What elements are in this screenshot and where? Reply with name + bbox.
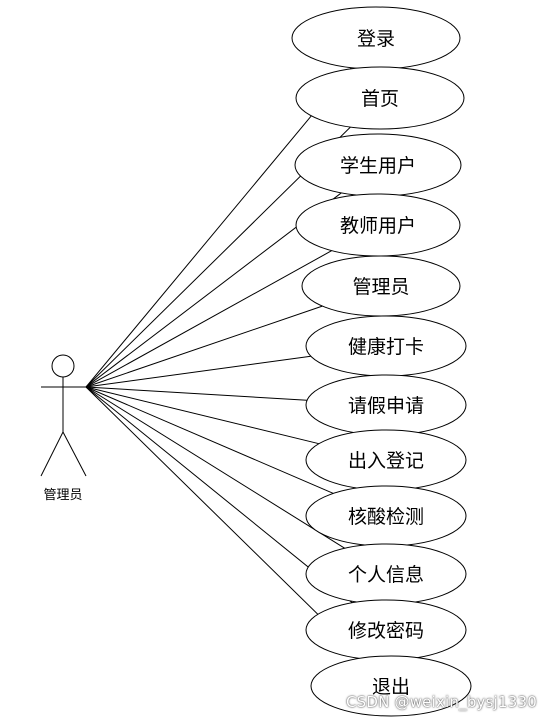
use-case: 个人信息 bbox=[305, 543, 467, 605]
use-case-label: 学生用户 bbox=[340, 155, 416, 177]
association-line bbox=[85, 250, 333, 388]
use-case-label: 修改密码 bbox=[348, 620, 424, 642]
use-case-label: 个人信息 bbox=[348, 564, 424, 586]
use-case: 请假申请 bbox=[305, 374, 467, 436]
use-case: 学生用户 bbox=[294, 133, 462, 197]
use-case-label: 管理员 bbox=[352, 276, 409, 298]
association-line bbox=[85, 305, 323, 388]
association-line bbox=[85, 386, 363, 659]
use-case: 出入登记 bbox=[305, 429, 467, 491]
use-case: 管理员 bbox=[301, 255, 461, 317]
association-line bbox=[85, 355, 311, 388]
use-case: 健康打卡 bbox=[305, 315, 467, 377]
use-case-label: 退出 bbox=[372, 676, 410, 698]
actor-figure: 管理员 bbox=[40, 354, 87, 503]
association-line bbox=[85, 67, 352, 388]
use-case: 首页 bbox=[295, 66, 465, 130]
association-lines bbox=[85, 67, 363, 659]
use-case-label: 健康打卡 bbox=[348, 336, 424, 358]
use-case: 教师用户 bbox=[295, 193, 461, 257]
use-case-label: 核酸检测 bbox=[348, 506, 424, 528]
actor-right-leg bbox=[62, 431, 87, 477]
association-line bbox=[85, 386, 346, 549]
use-case-label: 请假申请 bbox=[348, 395, 424, 417]
use-case: 退出 bbox=[310, 655, 472, 717]
use-case-label: 出入登记 bbox=[348, 450, 424, 472]
actor-label: 管理员 bbox=[43, 488, 82, 503]
use-case-list: 登录首页学生用户教师用户管理员健康打卡请假申请出入登记核酸检测个人信息修改密码退… bbox=[291, 6, 472, 717]
association-line bbox=[85, 386, 320, 445]
watermark: CSDN @weixin_bysj1330 bbox=[345, 693, 537, 711]
use-case-ellipse bbox=[295, 66, 465, 130]
use-case-label: 首页 bbox=[361, 88, 399, 110]
actor-head bbox=[51, 354, 75, 378]
association-line bbox=[85, 386, 308, 401]
use-case-label: 登录 bbox=[357, 28, 395, 50]
use-case: 核酸检测 bbox=[305, 485, 467, 547]
use-case: 登录 bbox=[291, 6, 461, 70]
use-case-label: 教师用户 bbox=[340, 215, 416, 237]
association-line bbox=[85, 386, 334, 494]
use-case-ellipse bbox=[310, 655, 472, 717]
use-case: 修改密码 bbox=[305, 599, 467, 661]
actor-left-leg bbox=[40, 431, 64, 477]
